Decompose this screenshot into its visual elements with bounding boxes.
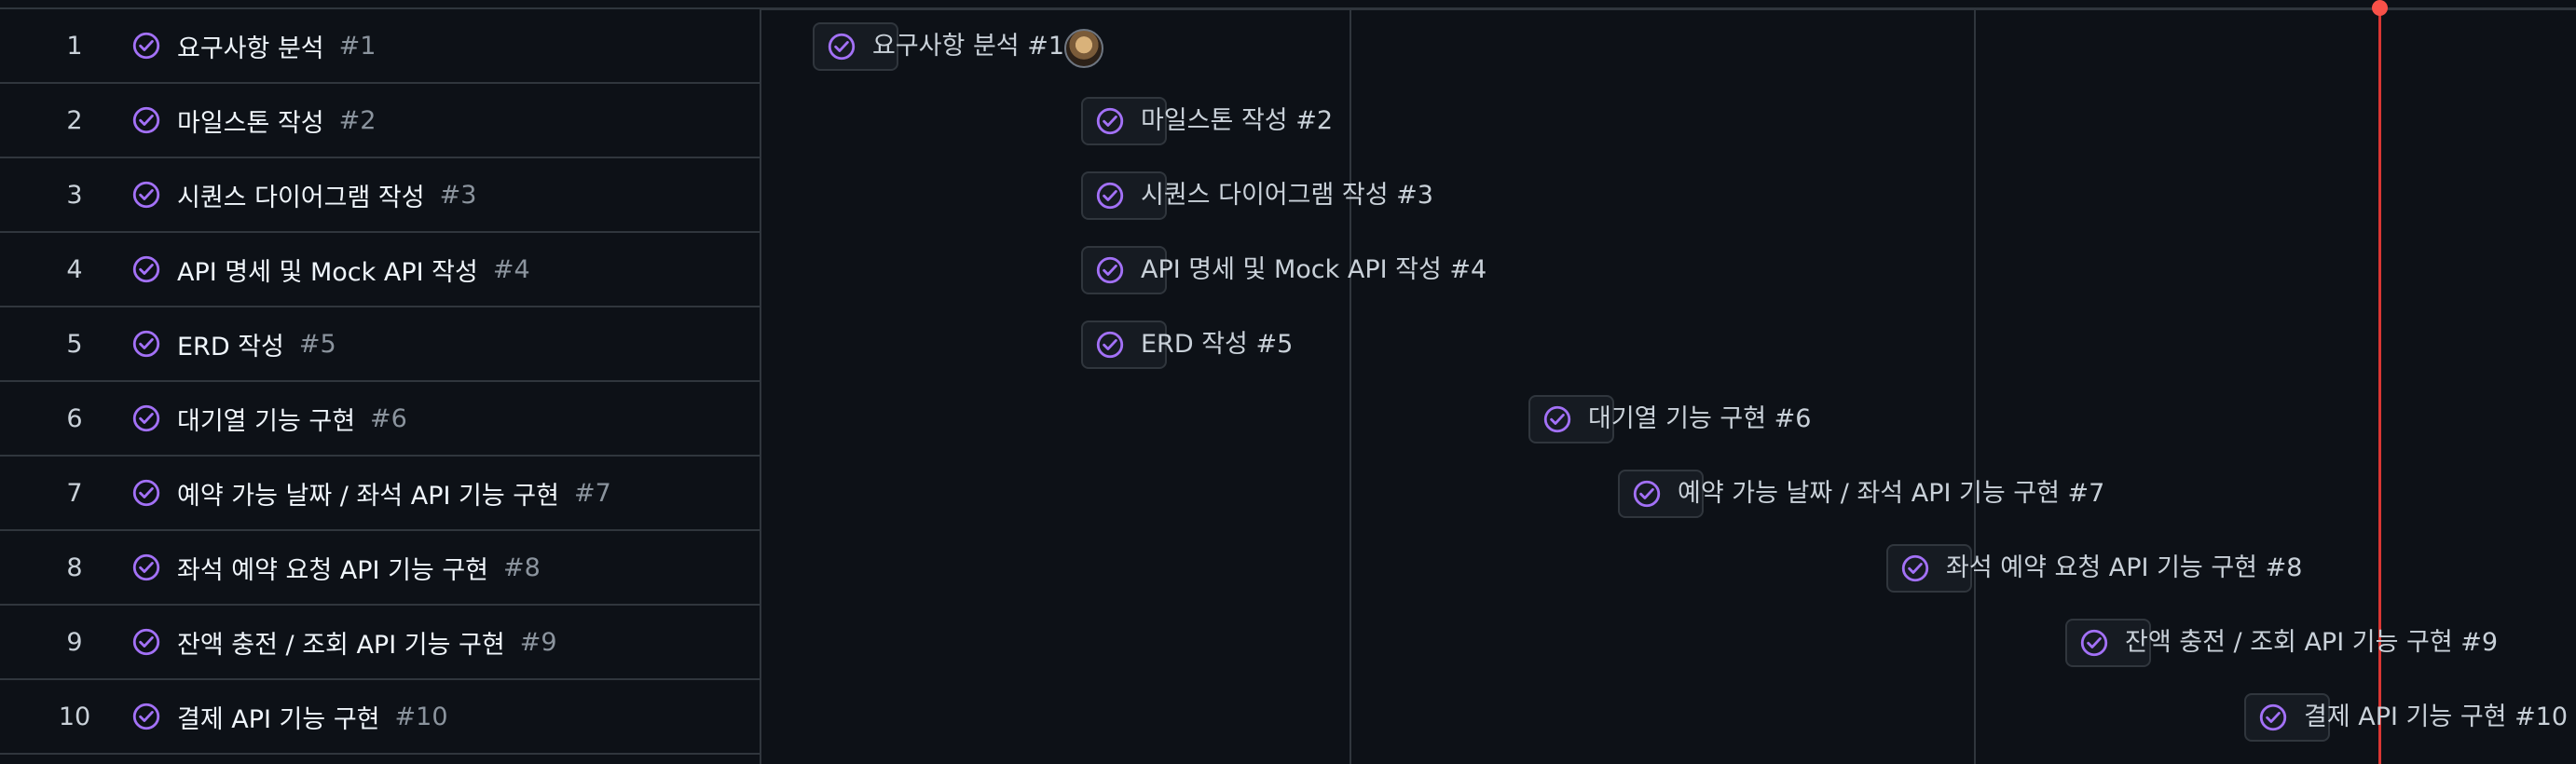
timeline-bar[interactable] [1528,395,1614,443]
timeline-gridline [1974,9,1976,764]
check-circle-icon [132,479,160,507]
issue-row[interactable]: 2 마일스톤 작성 #2 [0,84,760,158]
timeline-bar-label[interactable]: 시퀀스 다이어그램 작성 #3 [1141,181,1433,210]
issue-row[interactable]: 5 ERD 작성 #5 [0,307,760,382]
issue-row[interactable]: 4 API 명세 및 Mock API 작성 #4 [0,233,760,307]
timeline-bar-label[interactable]: 잔액 충전 / 조회 API 기능 구현 #9 [2125,628,2499,657]
check-circle-icon [1633,480,1661,508]
timeline-bar-label[interactable]: 요구사항 분석 #1 [872,32,1065,61]
check-circle-icon [1096,331,1124,359]
check-circle-icon [132,106,160,134]
issue-row[interactable]: 7 예약 가능 날짜 / 좌석 API 기능 구현 #7 [0,457,760,531]
issue-row[interactable]: 1 요구사항 분석 #1 [0,9,760,84]
timeline-bar[interactable] [2065,619,2151,667]
timeline-bar-label[interactable]: 좌석 예약 요청 API 기능 구현 #8 [1946,553,2303,582]
assignee-avatar[interactable] [1064,29,1103,68]
issue-list-panel: 1 요구사항 분석 #1 2 마일스톤 작성 #2 3 시퀀스 다이어그램 작성… [0,9,760,764]
timeline-gridline [1350,9,1351,764]
issue-number: #2 [338,105,377,135]
timeline-bar-label[interactable]: 결제 API 기능 구현 #10 [2304,703,2569,731]
issue-number: #1 [338,31,377,61]
timeline-bar[interactable] [2244,693,2330,742]
issue-title-link[interactable]: 예약 가능 날짜 / 좌석 API 기능 구현 [177,481,559,511]
timeline-bar[interactable] [1081,171,1167,220]
issue-number: #3 [439,180,477,210]
row-index: 8 [66,553,83,582]
check-circle-icon [132,32,160,60]
check-circle-icon [132,181,160,209]
check-circle-icon [1901,554,1929,582]
check-circle-icon [2259,703,2287,731]
issue-row[interactable]: 6 대기열 기능 구현 #6 [0,382,760,457]
timeline-bar[interactable] [1081,97,1167,145]
row-index: 9 [66,627,83,657]
check-circle-icon [2080,629,2108,657]
row-index: 6 [66,403,83,433]
timeline-bar[interactable] [1081,246,1167,294]
issue-row[interactable]: 8 좌석 예약 요청 API 기능 구현 #8 [0,531,760,606]
today-marker-dot [2372,0,2388,16]
row-index: 10 [58,702,91,731]
row-index: 2 [66,105,83,135]
today-marker-line [2378,9,2381,764]
check-circle-icon [1096,182,1124,210]
timeline-bar[interactable] [1618,470,1704,518]
timeline-bar[interactable] [813,22,898,71]
issue-row[interactable]: 3 시퀀스 다이어그램 작성 #3 [0,158,760,233]
check-circle-icon [132,404,160,432]
issue-title-link[interactable]: 결제 API 기능 구현 [177,704,380,734]
timeline-bar[interactable] [1081,321,1167,369]
issue-number: #5 [298,329,336,359]
check-circle-icon [132,255,160,283]
check-circle-icon [1096,107,1124,135]
issue-title-link[interactable]: 좌석 예약 요청 API 기능 구현 [177,555,489,585]
check-circle-icon [132,703,160,730]
row-index: 4 [66,254,83,284]
check-circle-icon [1096,256,1124,284]
panel-divider[interactable] [760,9,761,764]
check-circle-icon [1543,405,1571,433]
issue-row[interactable]: 10 결제 API 기능 구현 #10 [0,680,760,755]
row-index: 7 [66,478,83,508]
check-circle-icon [828,33,856,61]
row-index: 1 [66,31,83,61]
issue-number: #10 [394,702,448,731]
issue-number: #4 [492,254,530,284]
issue-title-link[interactable]: 잔액 충전 / 조회 API 기능 구현 [177,630,505,660]
check-circle-icon [132,628,160,656]
timeline-bar-label[interactable]: 예약 가능 날짜 / 좌석 API 기능 구현 #7 [1678,479,2105,508]
issue-number: #9 [519,627,557,657]
issue-row[interactable]: 9 잔액 충전 / 조회 API 기능 구현 #9 [0,606,760,680]
timeline-header-border [0,7,2576,10]
issue-title-link[interactable]: 요구사항 분석 [177,34,324,63]
timeline-bar-label[interactable]: ERD 작성 #5 [1141,330,1294,359]
issue-number: #7 [573,478,611,508]
check-circle-icon [132,330,160,358]
issue-title-link[interactable]: 대기열 기능 구현 [177,406,356,436]
check-circle-icon [132,553,160,581]
issue-number: #8 [503,553,541,582]
issue-title-link[interactable]: ERD 작성 [177,332,284,362]
timeline-bar-label[interactable]: 대기열 기능 구현 #6 [1588,404,1812,433]
issue-title-link[interactable]: 시퀀스 다이어그램 작성 [177,183,425,212]
row-index: 3 [66,180,83,210]
timeline-bar[interactable] [1886,544,1972,593]
issue-number: #6 [370,403,407,433]
row-index: 5 [66,329,83,359]
issue-title-link[interactable]: 마일스톤 작성 [177,108,324,138]
issue-title-link[interactable]: API 명세 및 Mock API 작성 [177,257,478,287]
timeline-bar-label[interactable]: 마일스톤 작성 #2 [1141,106,1334,135]
timeline-bar-label[interactable]: API 명세 및 Mock API 작성 #4 [1141,255,1487,284]
